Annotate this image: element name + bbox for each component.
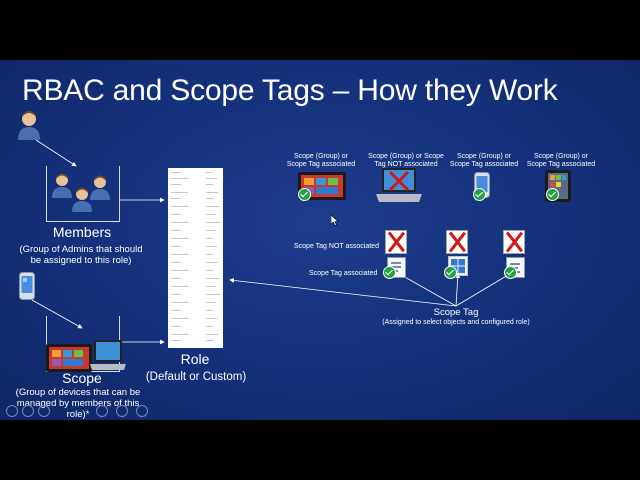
check-icon [546,188,559,201]
members-desc-line1: (Group of Admins that should [19,244,143,255]
members-label: Members [52,224,112,240]
tag-associated-label: Scope Tag associated [309,270,378,277]
device-3-line2: Scope Tag associated [449,161,519,168]
slide-nav-icon[interactable] [116,405,128,417]
device-label-1: Scope (Group) or Scope Tag associated [278,153,364,169]
red-x-icon [385,230,407,254]
slide-nav-icon[interactable] [6,405,18,417]
scope-desc-line3: role)* [66,409,90,420]
check-icon [473,188,486,201]
arrow-tag-to-policy [395,271,457,307]
check-icon [298,188,311,201]
scope-label: Scope [62,370,102,386]
scope-tag-label: Scope Tag [433,307,479,318]
device-4-line1: Scope (Group) or [533,153,589,160]
slide: RBAC and Scope Tags – How they Work [0,60,640,420]
check-icon [444,266,457,279]
role-subtitle: (Default or Custom) [145,371,247,383]
members-desc-line2: be assigned to this role) [30,255,132,266]
connector-arrows [31,139,514,345]
arrow-tag-to-role [229,278,457,307]
device-1-line2: Scope Tag associated [286,161,356,168]
device-2-line1: Scope (Group) or Scope [368,153,444,160]
scope-tag-description: (Assigned to select objects and configur… [382,319,530,326]
arrow-tag-to-doc [455,271,514,307]
arrow-admin-to-members [35,139,77,167]
device-label-3: Scope (Group) or Scope Tag associated [441,153,527,169]
admin-person-icon [18,111,40,140]
slide-title: RBAC and Scope Tags – How they Work [22,74,558,107]
check-icon [504,266,517,279]
red-x-icon [446,230,468,254]
device-label-2: Scope (Group) or Scope Tag NOT associate… [360,153,452,169]
device-4-line2: Scope Tag associated [526,161,596,168]
members-bracket [46,166,120,222]
slide-nav-icon[interactable] [96,405,108,417]
role-document-icon [168,168,223,348]
red-x-icon [503,230,525,254]
members-description: (Group of Admins that should be assigned… [2,244,160,266]
role-label: Role [180,351,210,367]
admin-group-icon [52,173,110,212]
scope-desc-line2: managed by members of this [16,398,140,409]
laptop-icon [376,168,422,202]
device-3-line1: Scope (Group) or [456,153,512,160]
scope-devices-icon [46,340,126,372]
scope-description: (Group of devices that can be managed by… [2,387,154,420]
slide-nav-icon[interactable] [38,405,50,417]
device-2-line2: Tag NOT associated [374,161,438,168]
device-label-4: Scope (Group) or Scope Tag associated [518,153,604,169]
device-1-line1: Scope (Group) or [293,153,349,160]
slide-nav-icon[interactable] [136,405,148,417]
scope-desc-line1: (Group of devices that can be [15,387,141,398]
arrow-phone-to-scope [31,299,83,329]
arrow-tag-to-app [455,273,461,307]
check-icon [383,266,396,279]
slide-nav-icon[interactable] [22,405,34,417]
cursor-icon [331,215,339,226]
phone-icon [19,272,35,300]
tag-not-associated-label: Scope Tag NOT associated [294,243,379,250]
